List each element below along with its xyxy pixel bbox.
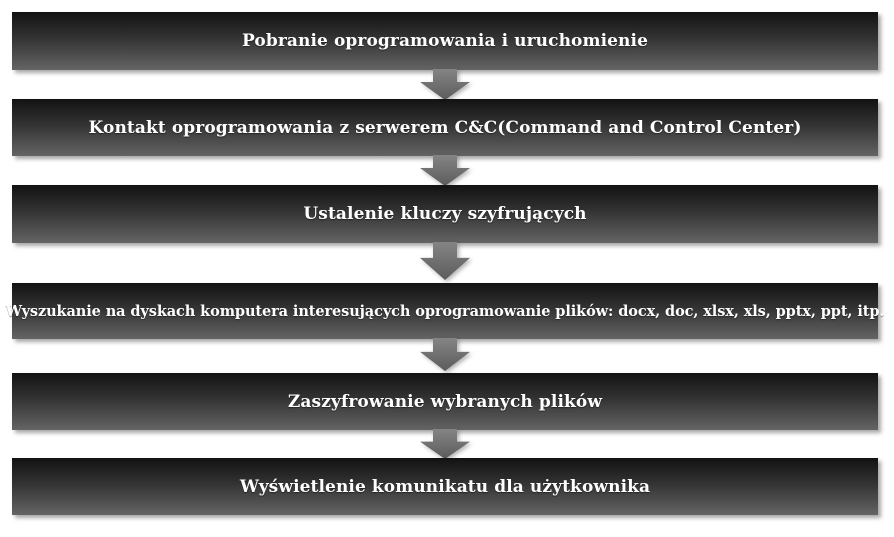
down-arrow-icon-4 bbox=[420, 338, 470, 371]
down-arrow-shape bbox=[420, 69, 470, 100]
down-arrow-shape bbox=[420, 429, 470, 459]
step-4: Wyszukanie na dyskach komputera interesu… bbox=[6, 283, 884, 339]
down-arrow-icon-3 bbox=[420, 242, 470, 280]
step-label: Ustalenie kluczy szyfrujących bbox=[303, 204, 587, 224]
down-arrow-shape bbox=[420, 338, 470, 371]
step-label: Pobranie oprogramowania i uruchomienie bbox=[242, 31, 648, 51]
step-3: Ustalenie kluczy szyfrujących bbox=[12, 185, 878, 243]
step-5: Zaszyfrowanie wybranych plików bbox=[12, 373, 878, 430]
step-1: Pobranie oprogramowania i uruchomienie bbox=[12, 12, 878, 70]
down-arrow-icon-1 bbox=[420, 69, 470, 100]
down-arrow-icon-5 bbox=[420, 429, 470, 459]
down-arrow-shape bbox=[420, 155, 470, 186]
down-arrow-shape bbox=[420, 242, 470, 280]
step-label: Wyświetlenie komunikatu dla użytkownika bbox=[239, 476, 651, 497]
step-label: Zaszyfrowanie wybranych plików bbox=[287, 391, 603, 412]
step-label: Wyszukanie na dyskach komputera interesu… bbox=[5, 302, 885, 320]
step-label: Kontakt oprogramowania z serwerem C&C(Co… bbox=[88, 117, 802, 138]
step-6: Wyświetlenie komunikatu dla użytkownika bbox=[12, 458, 878, 515]
down-arrow-icon-2 bbox=[420, 155, 470, 186]
step-2: Kontakt oprogramowania z serwerem C&C(Co… bbox=[12, 99, 878, 156]
